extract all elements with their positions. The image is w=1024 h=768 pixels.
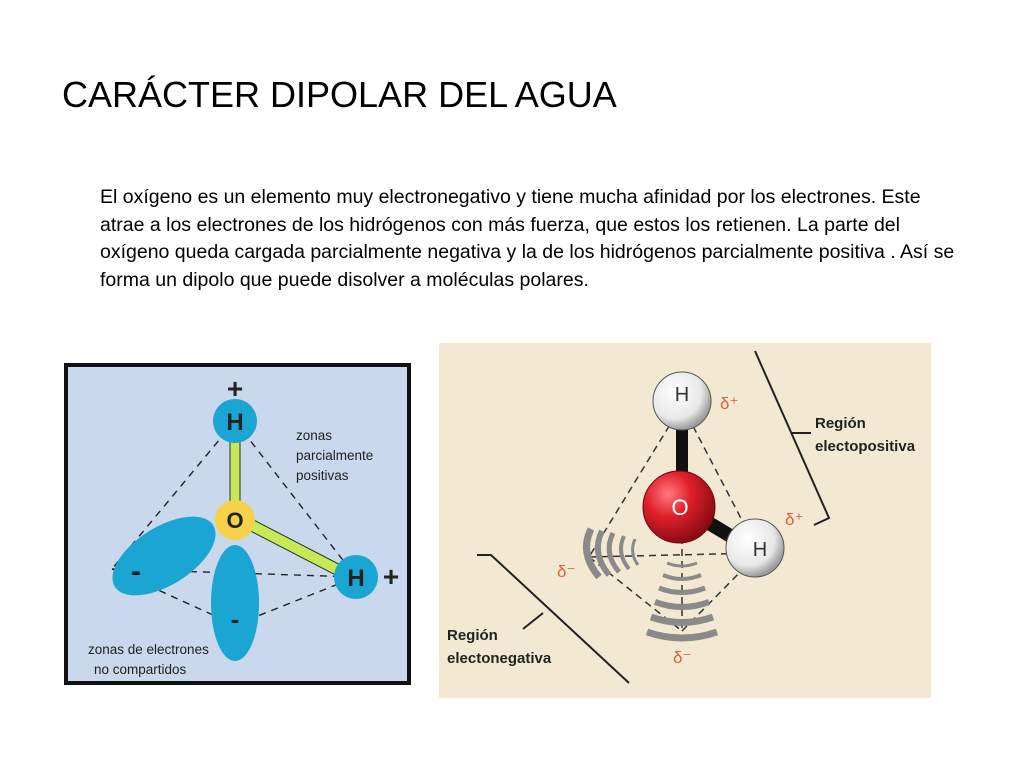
hydrogen-atom-right — [725, 518, 785, 578]
charge-minus-bottom: - — [231, 604, 240, 634]
tetrahedral-water-diagram: O H H + + - - zonas parcialmente positiv… — [64, 363, 411, 685]
oxygen-atom — [642, 470, 716, 544]
region-negative-line-1: Región — [447, 627, 498, 644]
oxygen-label: O — [226, 508, 243, 533]
delta-plus-right: δ⁺ — [785, 510, 803, 529]
region-negative-line-2: electonegativa — [447, 650, 552, 667]
lone-pair-arcs-bottom — [645, 561, 719, 642]
delta-minus-left: δ⁻ — [557, 562, 575, 581]
oxygen-label: O — [671, 495, 688, 520]
hydrogen-atom-top — [652, 371, 712, 431]
hydrogen-atom-right — [334, 555, 378, 599]
water-dipole-diagram: H O H δ⁺ δ⁺ δ⁻ δ⁻ Región electopositiva … — [439, 343, 931, 698]
label-positive-line-3: positivas — [296, 468, 349, 483]
hydrogen-top-label: H — [675, 384, 689, 406]
body-paragraph: El oxígeno es un elemento muy electroneg… — [100, 186, 955, 291]
label-positive-line-1: zonas — [296, 428, 332, 443]
delta-minus-bottom: δ⁻ — [673, 648, 691, 667]
slide-title: CARÁCTER DIPOLAR DEL AGUA — [62, 74, 617, 115]
bracket-negative-region — [477, 554, 630, 684]
delta-plus-top: δ⁺ — [720, 394, 738, 413]
lone-pair-bottom-lobe — [211, 545, 259, 661]
hydrogen-top-label: H — [226, 409, 243, 436]
hydrogen-right-label: H — [347, 565, 364, 592]
label-lone-line-2: no compartidos — [94, 662, 187, 677]
label-positive-line-2: parcialmente — [296, 448, 373, 463]
lone-pair-left-lobe — [112, 516, 216, 596]
lone-pair-arcs-left — [583, 527, 640, 580]
hydrogen-right-label: H — [753, 539, 767, 561]
bracket-negative-pointer — [522, 612, 544, 630]
hydrogen-atom-top — [213, 399, 257, 443]
region-positive-line-1: Región — [815, 415, 866, 432]
charge-plus-top: + — [227, 373, 243, 404]
label-lone-line-1: zonas de electrones — [88, 642, 209, 657]
bracket-positive-region — [754, 350, 831, 526]
oxygen-atom — [215, 500, 255, 540]
charge-minus-left: - — [131, 555, 141, 588]
region-positive-line-2: electopositiva — [815, 438, 916, 455]
charge-plus-right: + — [383, 561, 399, 592]
